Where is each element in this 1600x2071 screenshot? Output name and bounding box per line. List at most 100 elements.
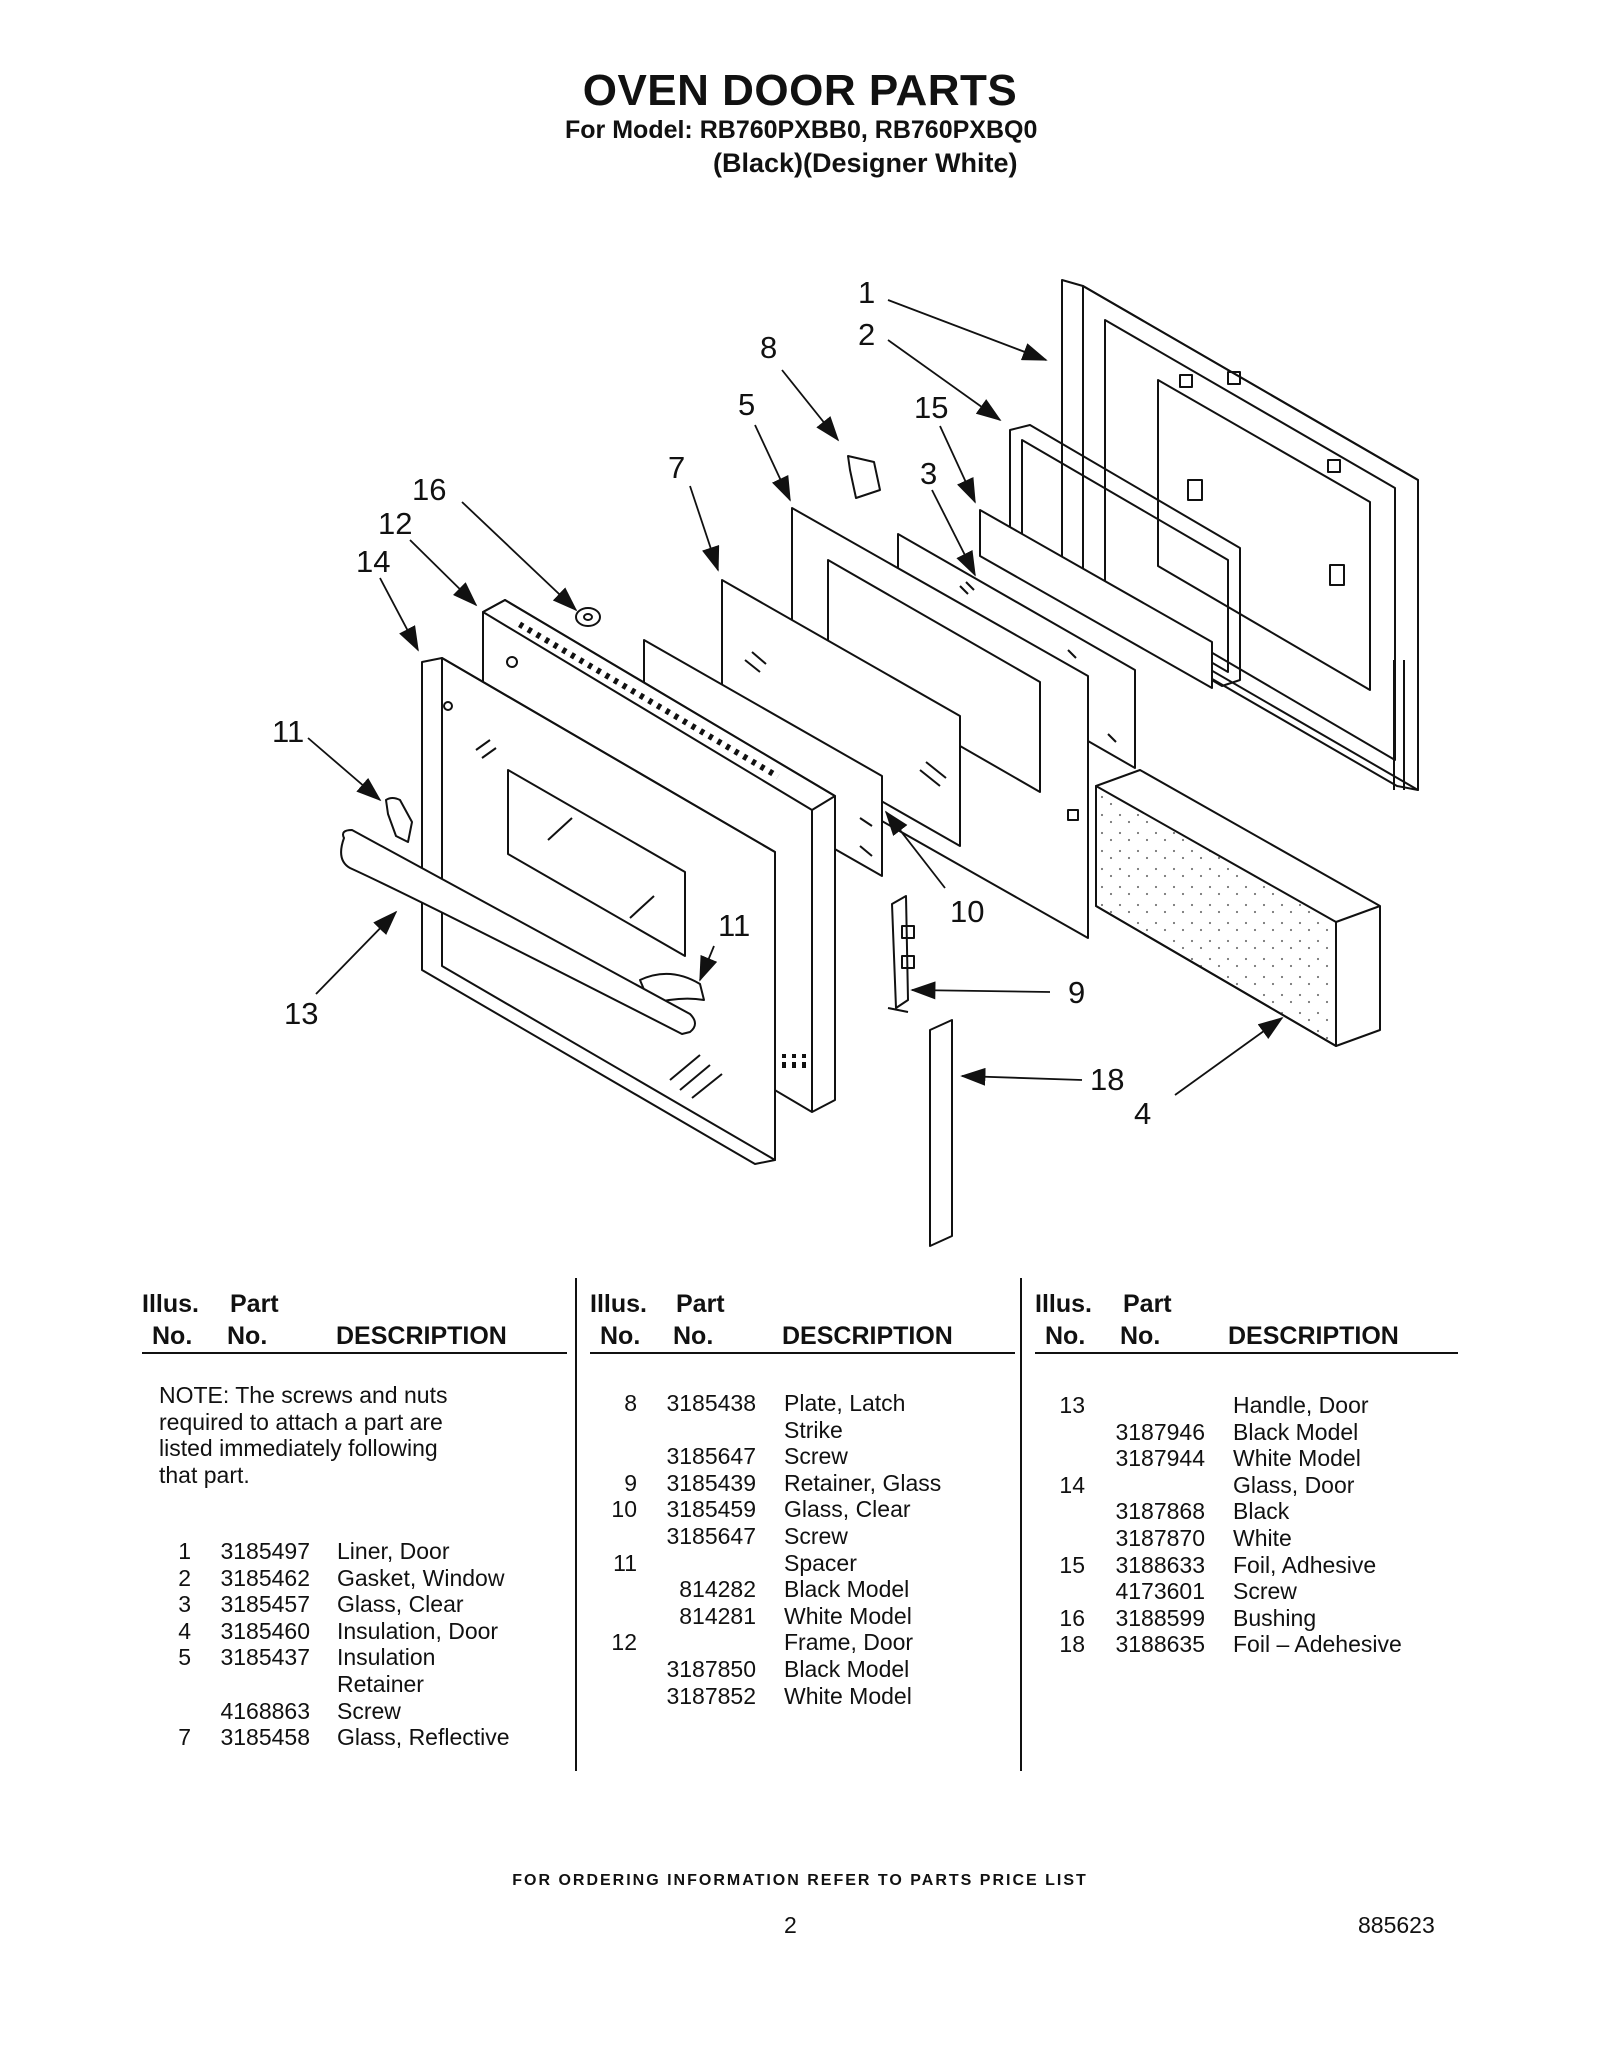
col1-description-header: DESCRIPTION xyxy=(336,1322,507,1350)
parts-row-part: 3188635 xyxy=(1115,1631,1205,1658)
color-line: (Black)(Designer White) xyxy=(713,148,1018,178)
parts-row-illus: 15 xyxy=(1059,1551,1085,1578)
parts-row-desc: White Model xyxy=(1233,1445,1361,1472)
reflective-glass-part xyxy=(721,579,961,847)
callout-3: 3 xyxy=(920,456,937,491)
callout-labels: 1 2 8 5 15 3 7 16 12 14 11 10 11 9 13 18… xyxy=(272,275,1151,1131)
parts-row-desc: Screw xyxy=(784,1523,848,1549)
parts-row-desc: Black Model xyxy=(1233,1418,1359,1445)
col2-illus-header-1: Illus. xyxy=(590,1290,647,1318)
glass-retainer-part xyxy=(887,895,915,1013)
parts-row-desc: Black Model xyxy=(784,1576,910,1603)
parts-row-part: 3185459 xyxy=(666,1496,756,1523)
callout-7: 7 xyxy=(668,450,685,485)
callout-4: 4 xyxy=(1134,1096,1151,1131)
adhesive-foil-strip-part xyxy=(929,1019,953,1247)
parts-row-illus: 11 xyxy=(613,1549,637,1576)
parts-row-part: 3185497 xyxy=(220,1538,310,1564)
parts-row-desc: Retainer xyxy=(337,1671,424,1697)
parts-row: 18 3188635 Foil – Adehesive xyxy=(1043,1631,1483,1658)
parts-row-part: 3185460 xyxy=(220,1617,310,1644)
parts-row-part: 4173601 xyxy=(1115,1578,1205,1605)
parts-row-illus: 16 xyxy=(1059,1604,1085,1631)
parts-row-part: 3187946 xyxy=(1115,1418,1205,1445)
parts-row: 3187852 White Model xyxy=(598,1683,1038,1710)
col2-header-rule xyxy=(590,1352,1015,1354)
parts-row-part: 814282 xyxy=(679,1576,756,1603)
callout-5: 5 xyxy=(738,387,755,422)
parts-row-desc: White Model xyxy=(784,1602,912,1629)
callout-8: 8 xyxy=(760,330,777,365)
col3-header-rule xyxy=(1035,1352,1458,1354)
door-liner-part xyxy=(1061,279,1419,791)
column-divider-1 xyxy=(575,1278,577,1771)
parts-row-desc: White Model xyxy=(784,1682,912,1709)
parts-row-illus: 2 xyxy=(178,1564,191,1591)
parts-row-part: 3187852 xyxy=(666,1682,756,1709)
parts-row-desc: Strike xyxy=(784,1416,843,1443)
col1-illus-header-2: No. xyxy=(152,1322,193,1350)
parts-row-desc: Foil – Adehesive xyxy=(1233,1631,1402,1658)
parts-row-part: 3185647 xyxy=(666,1443,756,1470)
parts-row: 3187946 Black Model xyxy=(1043,1419,1483,1446)
parts-row-desc: Gasket, Window xyxy=(337,1564,505,1591)
callout-1: 1 xyxy=(858,275,875,310)
parts-row: 3185647 Screw xyxy=(598,1443,1038,1470)
parts-row-part: 3185458 xyxy=(220,1724,310,1751)
adhesive-foil-part xyxy=(979,509,1213,689)
parts-row-desc: Black xyxy=(1233,1498,1290,1525)
door-glass-part xyxy=(421,657,776,1165)
parts-row-part: 4168863 xyxy=(220,1697,310,1724)
parts-row-part: 3185457 xyxy=(220,1591,310,1618)
col2-part-header-1: Part xyxy=(676,1290,725,1318)
parts-row-part: 3187850 xyxy=(666,1656,756,1682)
spacer-left-part xyxy=(385,797,413,843)
parts-row-desc: Handle, Door xyxy=(1233,1392,1369,1418)
parts-row-part: 814281 xyxy=(679,1602,756,1629)
parts-row-part: 3187868 xyxy=(1115,1498,1205,1525)
parts-row-desc: Spacer xyxy=(784,1549,857,1576)
parts-row-illus: 10 xyxy=(611,1496,637,1523)
parts-row-illus: 7 xyxy=(178,1724,191,1751)
callout-14: 14 xyxy=(356,544,390,579)
parts-row-desc: Screw xyxy=(784,1443,848,1470)
callout-18: 18 xyxy=(1090,1062,1124,1097)
parts-row-part: 3188599 xyxy=(1115,1604,1205,1631)
ordering-footer: FOR ORDERING INFORMATION REFER TO PARTS … xyxy=(512,1872,1088,1889)
page-number: 2 xyxy=(784,1912,797,1938)
parts-row-part: 3187944 xyxy=(1115,1445,1205,1472)
parts-row: Retainer xyxy=(152,1671,592,1698)
parts-row-desc: Screw xyxy=(337,1697,401,1724)
parts-row: 3187944 White Model xyxy=(1043,1445,1483,1472)
parts-row-part: 3185462 xyxy=(220,1564,310,1591)
col3-description-header: DESCRIPTION xyxy=(1228,1322,1399,1350)
col2-part-header-2: No. xyxy=(673,1322,714,1350)
col2-description-header: DESCRIPTION xyxy=(782,1322,953,1350)
parts-row-illus: 1 xyxy=(178,1538,191,1564)
parts-row-illus: 18 xyxy=(1059,1631,1085,1658)
exploded-parts-diagram: 1 2 8 5 15 3 7 16 12 14 11 10 11 9 13 18… xyxy=(272,275,1419,1247)
parts-row-illus: 13 xyxy=(1059,1392,1085,1418)
parts-row-desc: Glass, Door xyxy=(1233,1471,1355,1498)
parts-row-illus: 9 xyxy=(624,1469,637,1496)
callout-13: 13 xyxy=(284,996,318,1031)
col3-part-header-1: Part xyxy=(1123,1290,1172,1318)
parts-row-part: 3185437 xyxy=(220,1644,310,1671)
parts-row-illus: 4 xyxy=(178,1617,191,1644)
parts-row-illus: 12 xyxy=(611,1629,637,1656)
door-handle-part xyxy=(340,829,696,1035)
parts-row: 4168863 Screw xyxy=(152,1698,592,1725)
